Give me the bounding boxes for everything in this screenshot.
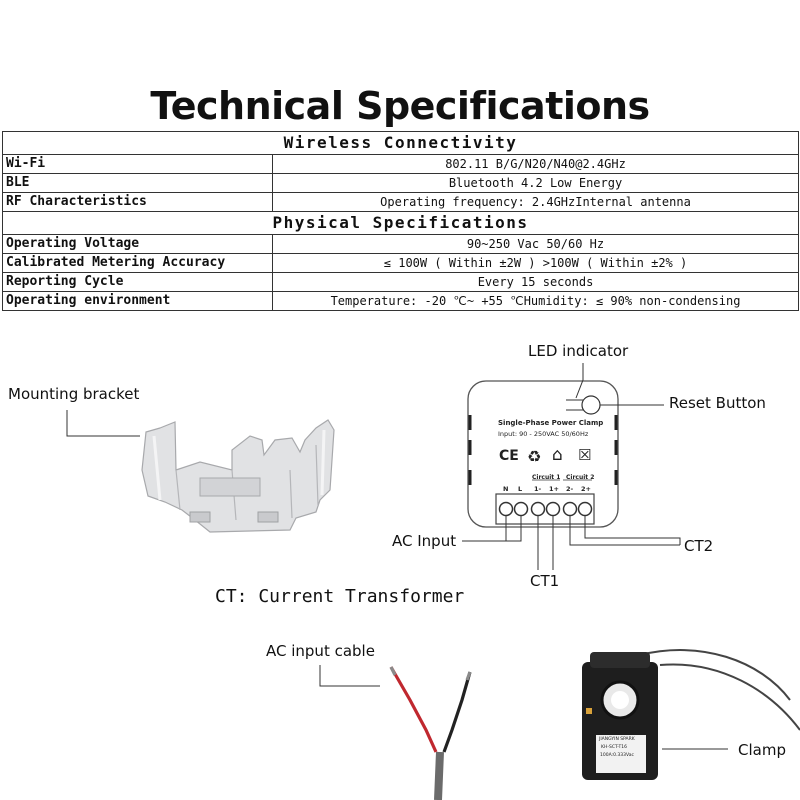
ac-input-cable-image	[389, 666, 472, 800]
led-indicator-label: LED indicator	[528, 342, 629, 360]
circuit2-label: Circuit 2	[566, 474, 595, 481]
cable-leader-line	[319, 665, 380, 687]
row-label: Reporting Cycle	[2, 272, 273, 292]
terminal-label: N	[503, 485, 509, 493]
home-icon: ⌂	[552, 445, 563, 465]
row-label: Calibrated Metering Accuracy	[2, 253, 273, 273]
section-heading-row: Wireless Connectivity	[1, 131, 800, 155]
row-value: Every 15 seconds	[271, 272, 800, 292]
recycle-icon: ♻	[527, 447, 542, 466]
module-input: Input: 90 - 250VAC 50/60Hz	[498, 430, 589, 438]
clamp-model: KH-SCT-T16	[601, 745, 627, 750]
mounting-bracket-image	[141, 419, 335, 533]
terminal-label: 1+	[549, 485, 559, 493]
reset-button-label: Reset Button	[669, 394, 766, 412]
clamp-brand: JIANGYIN SPARK	[599, 737, 635, 742]
circuit1-label: Circuit 1	[532, 474, 561, 481]
ct1-label: CT1	[530, 572, 560, 590]
ac-input-label: AC Input	[392, 532, 457, 550]
section-heading-wireless: Wireless Connectivity	[1, 131, 800, 155]
terminal-label: 1-	[534, 485, 542, 493]
power-clamp-module	[467, 380, 619, 528]
row-value: Temperature: -20 ℃~ +55 ℃Humidity: ≤ 90%…	[271, 291, 800, 311]
bracket-leader-line	[66, 410, 140, 437]
row-label: Operating Voltage	[2, 234, 273, 254]
ce-mark: CE	[499, 448, 519, 464]
ct2-leader	[569, 516, 680, 546]
row-value: 90~250 Vac 50/60 Hz	[271, 234, 800, 254]
ac-input-cable-label: AC input cable	[266, 642, 375, 660]
ct2-label: CT2	[684, 537, 714, 555]
mounting-bracket-label: Mounting bracket	[8, 385, 140, 403]
clamp-label: Clamp	[738, 741, 786, 759]
ct-caption: CT: Current Transformer	[215, 586, 465, 607]
module-name: Single-Phase Power Clamp	[498, 419, 604, 427]
current-clamp-image	[582, 649, 800, 780]
table-row: Calibrated Metering Accuracy≤ 100W ( Wit…	[2, 253, 800, 273]
led-leader-line	[575, 363, 584, 399]
terminal-label: L	[518, 485, 523, 493]
weee-icon: ☒	[578, 446, 592, 464]
terminal-label: 2+	[581, 485, 591, 493]
row-label: Operating environment	[2, 291, 273, 311]
terminal-label: 2-	[566, 485, 574, 493]
clamp-rating: 100A:0.333Vac	[600, 753, 634, 758]
row-value: ≤ 100W ( Within ±2W ) >100W ( Within ±2%…	[271, 253, 800, 273]
page-title: Technical Specifications	[150, 84, 650, 128]
row-value: Bluetooth 4.2 Low Energy	[271, 173, 800, 193]
